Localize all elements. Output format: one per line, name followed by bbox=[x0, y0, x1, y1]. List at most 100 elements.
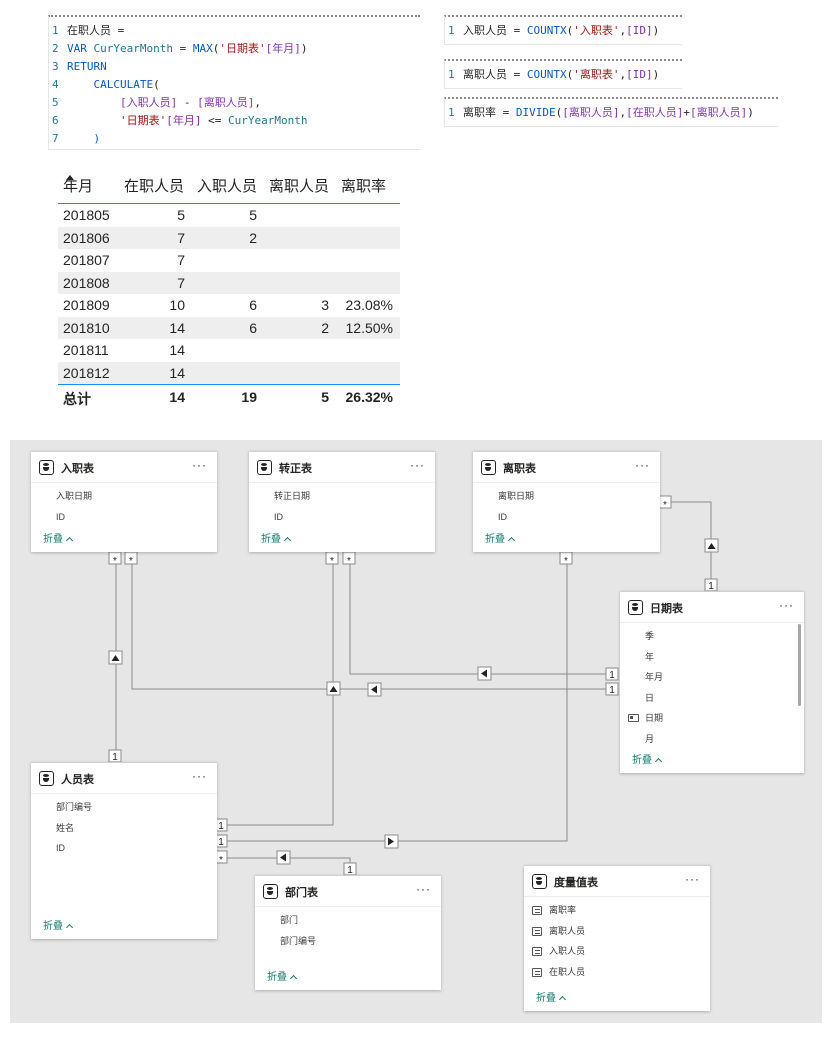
cell-hired: 5 bbox=[249, 207, 257, 223]
field-item[interactable]: 姓名 bbox=[31, 818, 217, 839]
total-label: 总计 bbox=[63, 391, 91, 407]
table-card-header[interactable]: 转正表··· bbox=[249, 452, 435, 483]
field-item[interactable]: 在职人员 bbox=[524, 962, 710, 983]
header-active[interactable]: 在职人员 bbox=[124, 178, 185, 195]
more-options-icon[interactable]: ··· bbox=[410, 458, 425, 472]
field-item[interactable]: 入职日期 bbox=[31, 486, 217, 507]
header-hired[interactable]: 入职人员 bbox=[197, 178, 258, 195]
header-year-month[interactable]: 年月 bbox=[63, 178, 94, 195]
cell-year-month: 201806 bbox=[63, 229, 110, 246]
collapse-button[interactable]: 折叠 bbox=[43, 917, 74, 932]
field-item[interactable]: 年月 bbox=[620, 667, 804, 688]
arrow-up-icon bbox=[707, 543, 716, 549]
table-card-department[interactable]: 部门表··· 部门部门编号折叠 bbox=[255, 875, 441, 990]
field-item[interactable]: 季 bbox=[620, 626, 804, 647]
table-card-header[interactable]: 人员表··· bbox=[31, 763, 217, 794]
field-name: 部门编号 bbox=[280, 935, 317, 946]
field-item[interactable]: 部门 bbox=[255, 910, 441, 931]
line-number: 5 bbox=[52, 96, 59, 109]
field-item[interactable]: 离职率 bbox=[524, 900, 710, 921]
chevron-up-icon bbox=[654, 757, 663, 766]
field-item[interactable]: 日 bbox=[620, 688, 804, 709]
field-item[interactable]: 入职人员 bbox=[524, 941, 710, 962]
code-line[interactable]: 4 CALCULATE( bbox=[49, 76, 420, 94]
table-card-measures[interactable]: 度量值表··· 离职率离职人员入职人员在职人员折叠 bbox=[524, 865, 710, 1011]
total-active: 14 bbox=[169, 389, 185, 405]
field-item[interactable]: 部门编号 bbox=[31, 797, 217, 818]
field-item[interactable]: ID bbox=[473, 507, 660, 528]
field-item[interactable]: 日期 bbox=[620, 708, 804, 729]
collapse-button[interactable]: 折叠 bbox=[267, 968, 298, 983]
field-item[interactable]: ID bbox=[31, 507, 217, 528]
table-card-header[interactable]: 日期表··· bbox=[620, 592, 804, 623]
collapse-button[interactable]: 折叠 bbox=[632, 751, 663, 766]
field-item[interactable]: ID bbox=[249, 507, 435, 528]
more-options-icon[interactable]: ··· bbox=[635, 458, 650, 472]
line-number: 1 bbox=[448, 24, 455, 37]
field-item[interactable]: 部门编号 bbox=[255, 931, 441, 952]
total-hired: 19 bbox=[241, 389, 257, 405]
code-line[interactable]: 6 '日期表'[年月] <= CurYearMonth bbox=[49, 112, 420, 130]
code-token: ( bbox=[566, 24, 574, 37]
more-options-icon[interactable]: ··· bbox=[416, 882, 431, 896]
collapse-button[interactable]: 折叠 bbox=[485, 530, 516, 545]
field-name: 月 bbox=[645, 733, 655, 744]
more-options-icon[interactable]: ··· bbox=[779, 598, 794, 612]
collapse-button[interactable]: 折叠 bbox=[43, 530, 74, 545]
table-card-header[interactable]: 部门表··· bbox=[255, 876, 441, 907]
table-card-header[interactable]: 度量值表··· bbox=[524, 866, 710, 897]
table-card-date[interactable]: 日期表··· 季年年月日日期月折叠 bbox=[620, 591, 804, 773]
field-item[interactable]: 离职日期 bbox=[473, 486, 660, 507]
code-line[interactable]: 5 [入职人员] - [离职人员], bbox=[49, 94, 420, 112]
field-item[interactable]: 离职人员 bbox=[524, 921, 710, 942]
table-row[interactable]: 201812 14 bbox=[58, 361, 400, 384]
cardinality-many: * bbox=[129, 556, 133, 567]
code-token: ) bbox=[300, 42, 308, 55]
field-name: 部门 bbox=[280, 915, 299, 925]
field-item[interactable]: ID bbox=[31, 838, 217, 859]
code-token: , bbox=[619, 24, 627, 37]
more-options-icon[interactable]: ··· bbox=[192, 458, 207, 472]
field-item[interactable]: 年 bbox=[620, 647, 804, 668]
collapse-button[interactable]: 折叠 bbox=[536, 989, 567, 1004]
table-card-header[interactable]: 入职表··· bbox=[31, 452, 217, 483]
cell-year-month: 201812 bbox=[63, 364, 110, 381]
header-left[interactable]: 离职人员 bbox=[269, 178, 330, 195]
header-turnover-rate[interactable]: 离职率 bbox=[341, 178, 387, 195]
more-options-icon[interactable]: ··· bbox=[192, 769, 207, 783]
line-number: 1 bbox=[448, 106, 455, 119]
field-item[interactable]: 转正日期 bbox=[249, 486, 435, 507]
collapse-button[interactable]: 折叠 bbox=[261, 530, 292, 545]
code-line[interactable]: 7 ) bbox=[49, 130, 420, 148]
sort-ascending-icon[interactable] bbox=[66, 175, 74, 180]
more-options-icon[interactable]: ··· bbox=[685, 872, 700, 886]
table-card-header[interactable]: 离职表··· bbox=[473, 452, 660, 483]
field-item[interactable]: 月 bbox=[620, 729, 804, 750]
scrollbar[interactable] bbox=[798, 624, 801, 706]
cell-active: 14 bbox=[169, 364, 185, 381]
line-number: 6 bbox=[52, 114, 59, 127]
code-token: CALCULATE bbox=[93, 78, 154, 91]
